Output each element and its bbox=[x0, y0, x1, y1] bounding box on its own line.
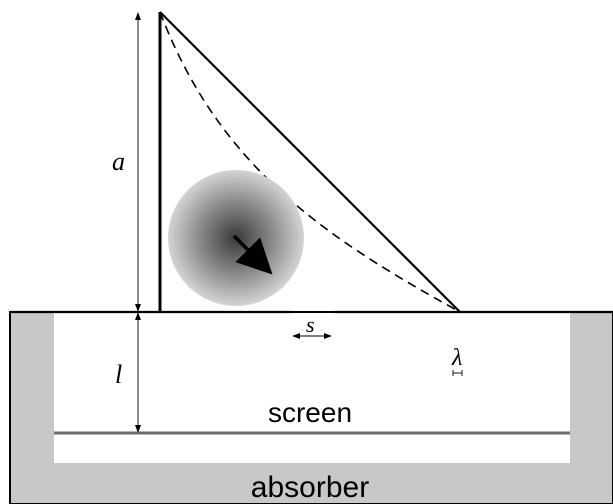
label-a: a bbox=[112, 147, 125, 176]
lambda-scale bbox=[452, 370, 463, 376]
label-lambda: λ bbox=[451, 345, 462, 371]
wedge bbox=[158, 11, 461, 313]
label-screen: screen bbox=[268, 397, 352, 428]
label-absorber: absorber bbox=[251, 471, 369, 504]
particle-velocity-arrow bbox=[232, 234, 273, 275]
wedge-hypotenuse bbox=[159, 11, 461, 313]
trough-cavity bbox=[54, 313, 570, 463]
particle bbox=[168, 170, 304, 306]
dimension-s bbox=[292, 333, 332, 339]
absorber-trough bbox=[9, 311, 613, 504]
wedge-dashed-curve bbox=[159, 11, 461, 313]
label-l: l bbox=[115, 360, 122, 389]
label-s: s bbox=[306, 312, 315, 337]
dimension-a bbox=[135, 12, 141, 312]
dimension-l bbox=[135, 312, 141, 433]
